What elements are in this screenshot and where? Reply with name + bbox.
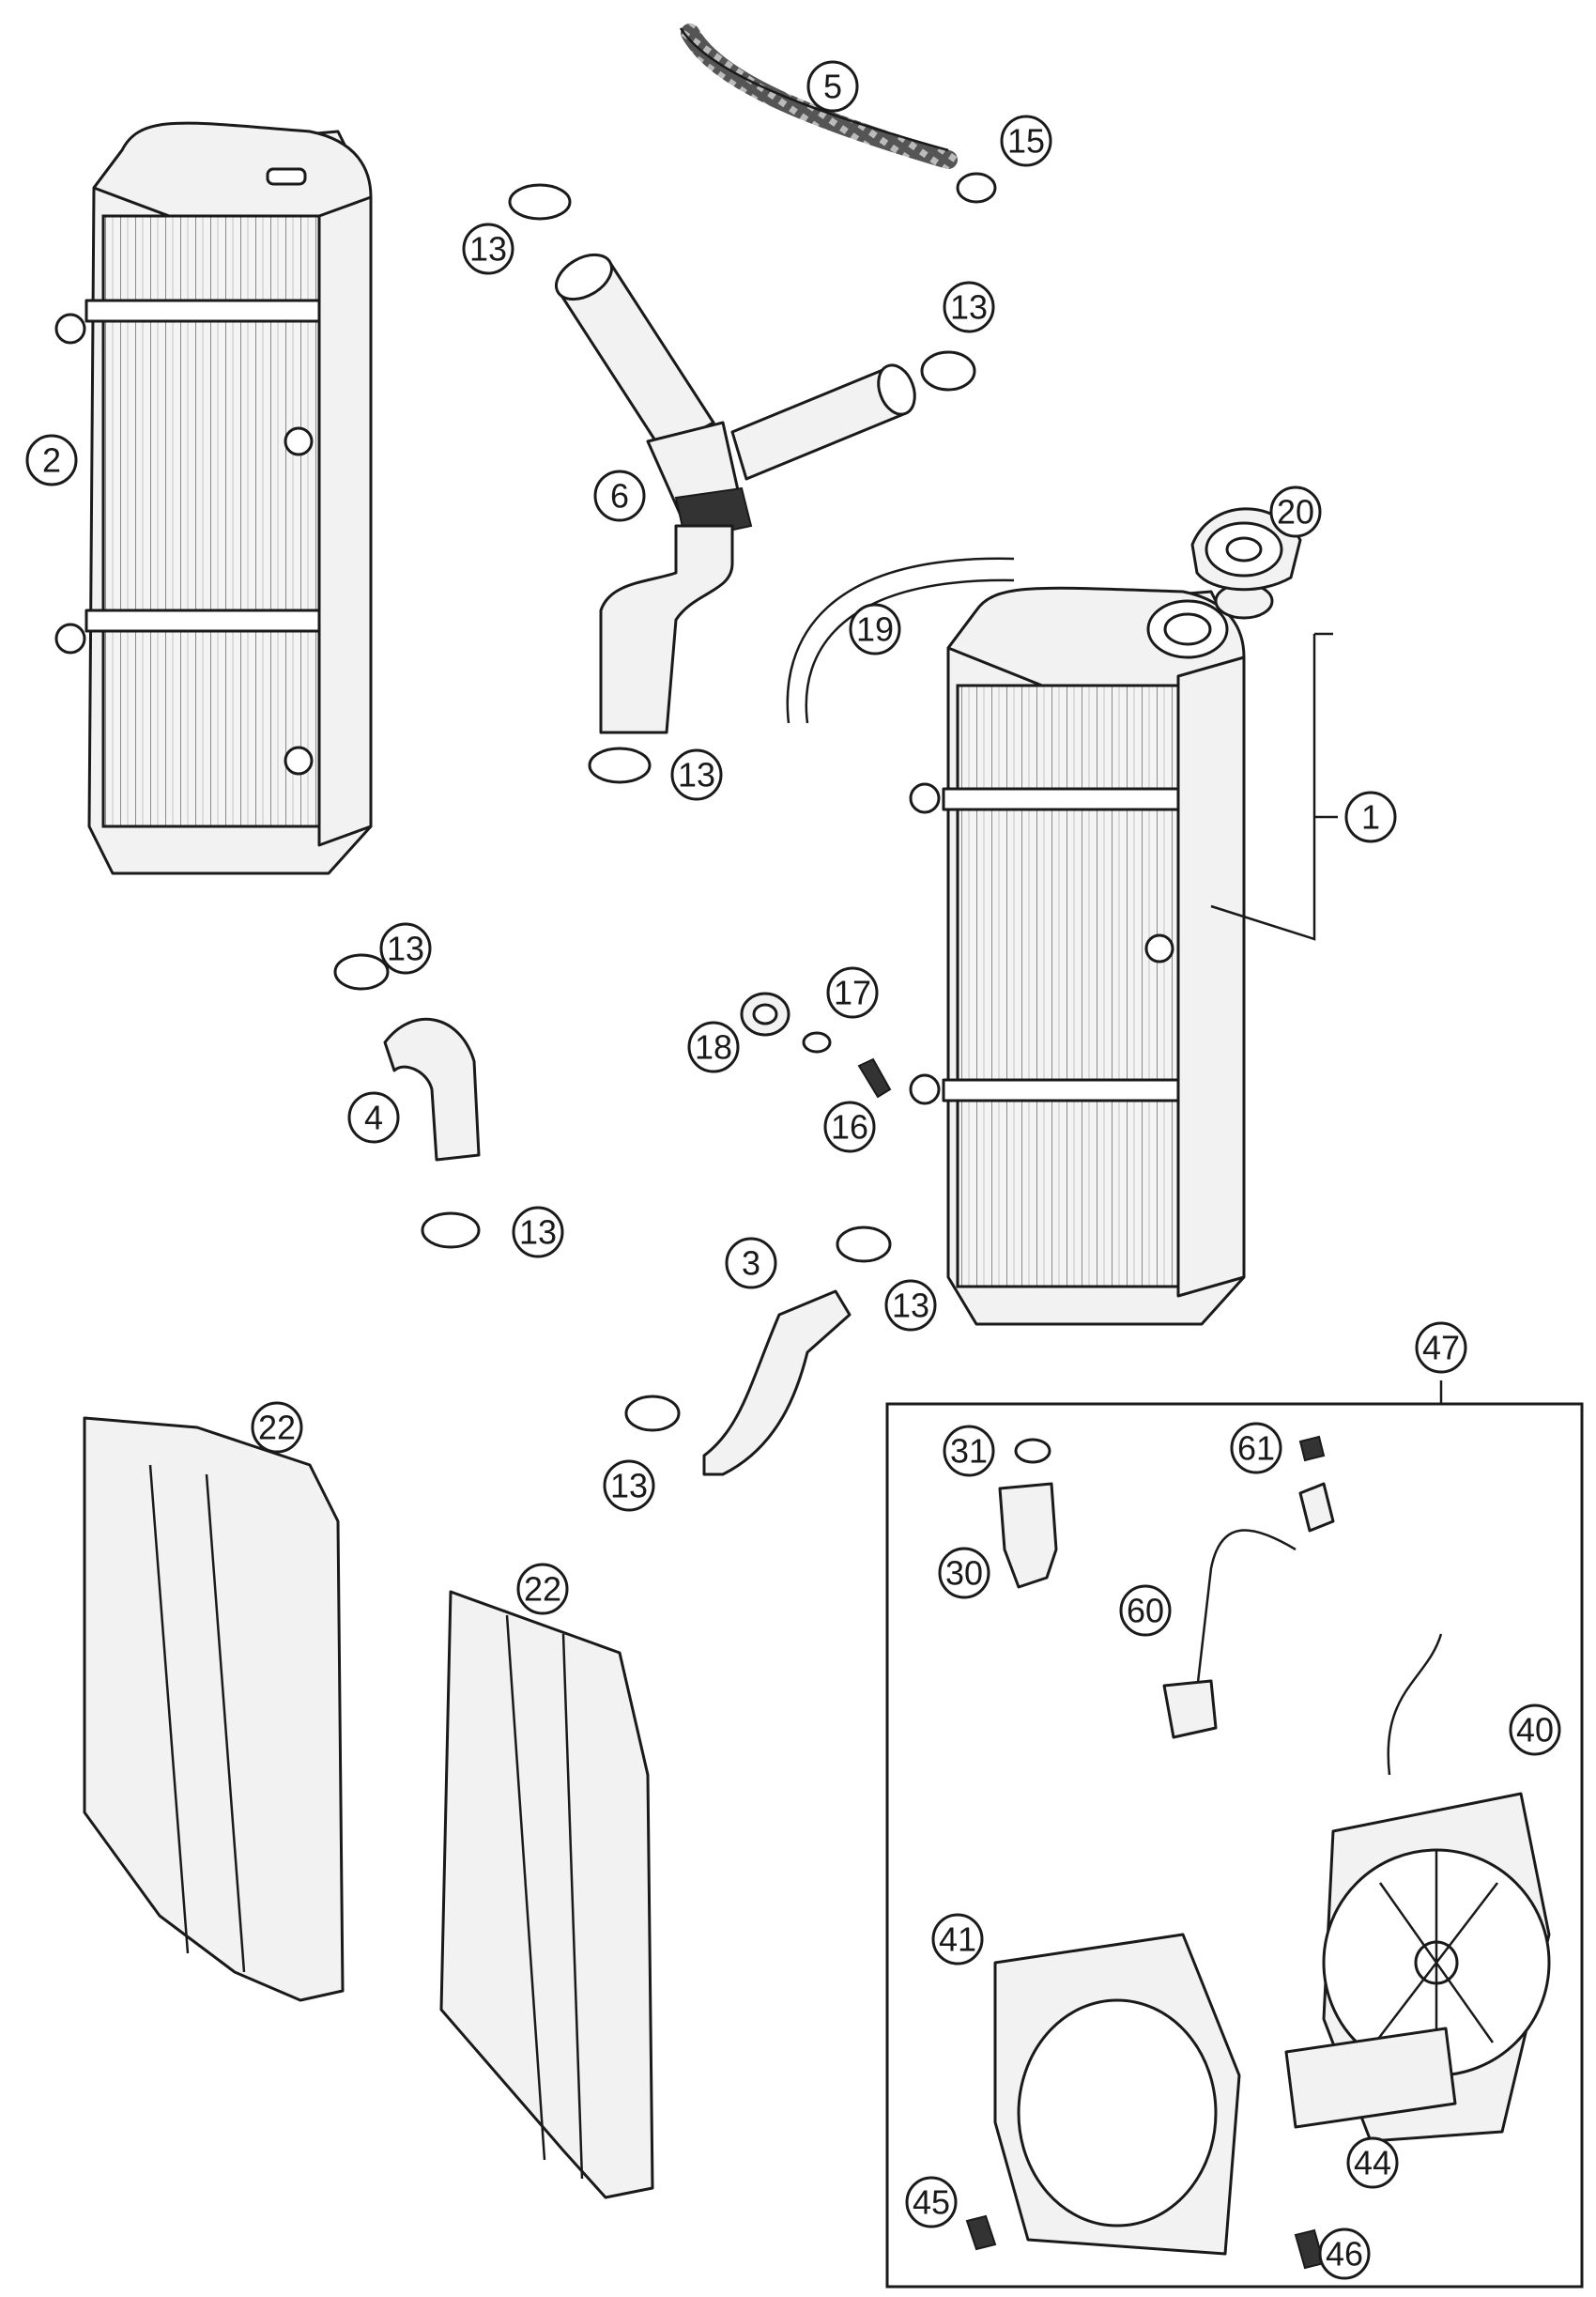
svg-text:2: 2: [42, 441, 61, 480]
svg-text:22: 22: [258, 1409, 296, 1447]
callout-17: 17: [826, 966, 879, 1019]
callout-2: 2: [25, 434, 78, 486]
svg-text:61: 61: [1237, 1429, 1275, 1468]
callout-13: 13: [884, 1279, 937, 1332]
grommet-parts: [740, 992, 892, 1099]
hose-4: [383, 1017, 481, 1162]
callout-3: 3: [725, 1237, 777, 1289]
svg-text:3: 3: [742, 1244, 760, 1283]
callout-13: 13: [603, 1459, 655, 1512]
callout-61: 61: [1230, 1422, 1282, 1474]
svg-text:15: 15: [1007, 122, 1045, 161]
svg-text:41: 41: [939, 1920, 976, 1959]
overflow-hose: [786, 557, 1015, 724]
svg-text:13: 13: [892, 1287, 929, 1325]
callout-40: 40: [1509, 1703, 1561, 1756]
callout-18: 18: [687, 1021, 740, 1073]
svg-text:18: 18: [695, 1028, 732, 1067]
svg-text:13: 13: [519, 1213, 557, 1252]
svg-text:44: 44: [1354, 2144, 1391, 2182]
svg-text:47: 47: [1422, 1329, 1460, 1367]
callout-13: 13: [379, 922, 432, 975]
callout-13: 13: [943, 281, 995, 333]
left-radiator: [54, 121, 373, 875]
callout-22: 22: [251, 1401, 303, 1454]
callout-30: 30: [938, 1547, 990, 1599]
leader-lines: [1210, 632, 1338, 941]
callout-31: 31: [943, 1425, 995, 1477]
svg-text:13: 13: [610, 1467, 648, 1505]
callout-60: 60: [1119, 1584, 1172, 1637]
fan-kit-parts: [965, 1435, 1551, 2270]
y-piece-assembly: [555, 253, 916, 734]
svg-text:13: 13: [387, 930, 424, 968]
radiator-shroud-right: [439, 1590, 654, 2199]
radiator-cap: [1190, 507, 1302, 620]
hose-3: [702, 1289, 852, 1476]
svg-text:6: 6: [610, 477, 629, 516]
kit-frame: [885, 1402, 1584, 2289]
callout-5: 5: [806, 60, 859, 113]
callout-22: 22: [516, 1563, 569, 1615]
svg-text:46: 46: [1326, 2235, 1363, 2274]
callout-13: 13: [670, 748, 723, 801]
svg-text:17: 17: [834, 974, 871, 1012]
svg-text:19: 19: [856, 610, 894, 649]
callout-13: 13: [462, 223, 514, 275]
callout-45: 45: [905, 2176, 958, 2228]
svg-text:5: 5: [823, 68, 842, 106]
callout-41: 41: [931, 1913, 984, 1966]
svg-text:16: 16: [831, 1108, 868, 1147]
svg-text:4: 4: [364, 1099, 383, 1137]
callout-19: 19: [849, 603, 901, 655]
right-radiator: [909, 586, 1246, 1326]
callout-46: 46: [1318, 2228, 1371, 2280]
svg-text:1: 1: [1361, 798, 1380, 837]
hose-clamps: [333, 172, 997, 1432]
svg-text:31: 31: [950, 1432, 988, 1471]
svg-text:13: 13: [469, 230, 507, 269]
svg-text:30: 30: [945, 1554, 983, 1593]
svg-text:20: 20: [1277, 493, 1314, 532]
callout-20: 20: [1269, 486, 1322, 538]
svg-text:13: 13: [950, 288, 988, 327]
callout-1: 1: [1344, 791, 1397, 843]
callout-15: 15: [1000, 115, 1052, 167]
callout-13: 13: [512, 1206, 564, 1258]
callout-47: 47: [1415, 1321, 1467, 1374]
callout-44: 44: [1346, 2136, 1399, 2189]
svg-text:45: 45: [913, 2183, 950, 2222]
svg-text:22: 22: [524, 1570, 561, 1609]
svg-text:40: 40: [1516, 1711, 1554, 1750]
svg-text:13: 13: [678, 756, 715, 794]
radiator-shroud-left: [83, 1416, 345, 2002]
svg-text:60: 60: [1127, 1592, 1164, 1630]
vent-hose: [681, 23, 958, 169]
callout-16: 16: [823, 1101, 876, 1153]
callout-6: 6: [593, 470, 646, 522]
callout-4: 4: [347, 1091, 400, 1144]
